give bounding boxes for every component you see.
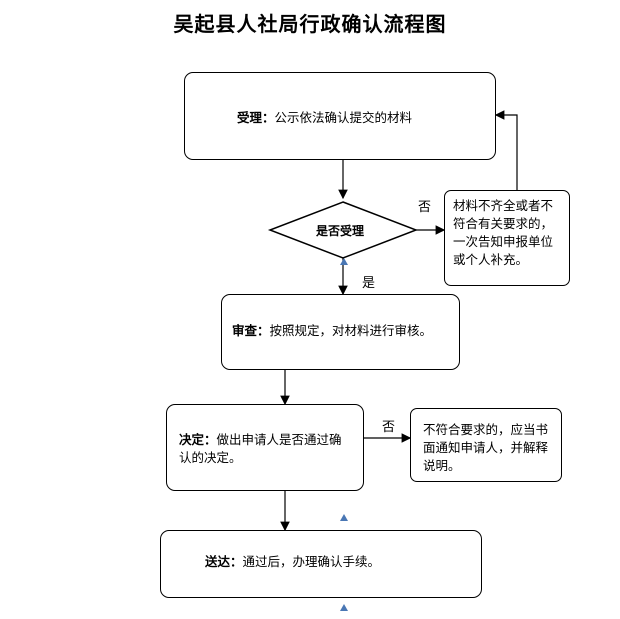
marker-icon — [340, 604, 348, 611]
marker-icon — [340, 258, 348, 265]
deliver-box: 送达：通过后，办理确认手续。 — [160, 530, 482, 598]
accept-head: 受理： — [237, 110, 275, 125]
marker-icon — [340, 514, 348, 521]
notmeet-box: 不符合要求的，应当书面通知申请人，并解释说明。 — [410, 408, 562, 482]
decide-body: 做出申请人是否通过确认的决定。 — [179, 432, 342, 465]
decide-box: 决定：做出申请人是否通过确认的决定。 — [166, 404, 364, 491]
decision-label: 是否受理 — [316, 224, 365, 238]
decide-head: 决定： — [179, 432, 217, 447]
no-label-1: 否 — [418, 200, 432, 215]
notmeet-text: 不符合要求的，应当书面通知申请人，并解释说明。 — [423, 422, 549, 473]
supplement-text: 材料不齐全或者不符合有关要求的，一次告知申报单位或个人补充。 — [453, 198, 554, 267]
deliver-body: 通过后，办理确认手续。 — [242, 554, 381, 569]
review-box: 审查：按照规定，对材料进行审核。 — [221, 294, 460, 370]
review-body: 按照规定，对材料进行审核。 — [269, 323, 433, 338]
no-label-2: 否 — [382, 420, 396, 435]
accept-box: 受理：公示依法确认提交的材料 — [184, 72, 496, 160]
deliver-head: 送达： — [205, 554, 243, 569]
review-head: 审查： — [232, 323, 270, 338]
supplement-box: 材料不齐全或者不符合有关要求的，一次告知申报单位或个人补充。 — [444, 190, 570, 286]
arrow-supplement-to-accept — [494, 110, 518, 190]
yes-label: 是 — [362, 276, 376, 291]
page-title: 吴起县人社局行政确认流程图 — [173, 12, 447, 36]
accept-body: 公示依法确认提交的材料 — [274, 110, 413, 125]
